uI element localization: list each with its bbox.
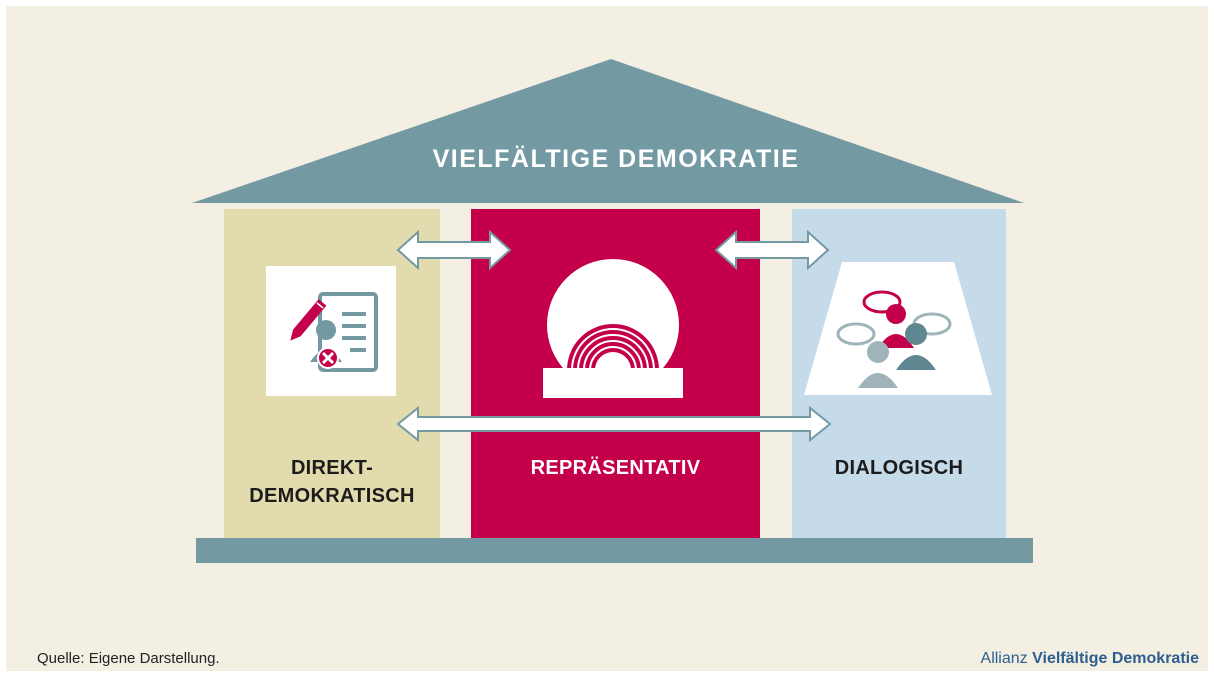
diagram-title: VIELFÄLTIGE DEMOKRATIE xyxy=(432,145,800,173)
source-note: Quelle: Eigene Darstellung. xyxy=(37,650,220,667)
label-direct-democratic: DIREKT- DEMOKRATISCH xyxy=(224,454,440,510)
double-arrow-left-mid-icon xyxy=(396,229,512,271)
foundation-base xyxy=(196,538,1033,563)
parliament-arch-icon xyxy=(543,259,683,398)
brand-logo: Allianz Vielfältige Demokratie xyxy=(926,650,1199,668)
roof-shape xyxy=(192,59,1024,203)
double-arrow-left-right-icon xyxy=(396,405,832,443)
label-dialogic: DIALOGISCH xyxy=(834,457,964,479)
brand-prefix: Allianz xyxy=(980,650,1028,667)
label-representative: REPRÄSENTATIV xyxy=(530,457,701,479)
roof xyxy=(192,59,1024,203)
ballot-document-icon xyxy=(266,266,396,396)
people-dialogue-icon xyxy=(804,262,992,395)
diagram-canvas: VIELFÄLTIGE DEMOKRATIE xyxy=(6,6,1208,671)
label-direct-line2: DEMOKRATISCH xyxy=(249,485,415,507)
brand-name: Vielfältige Demokratie xyxy=(1032,650,1199,667)
label-direct-line1: DIREKT- xyxy=(290,457,374,479)
double-arrow-mid-right-icon xyxy=(714,229,830,271)
